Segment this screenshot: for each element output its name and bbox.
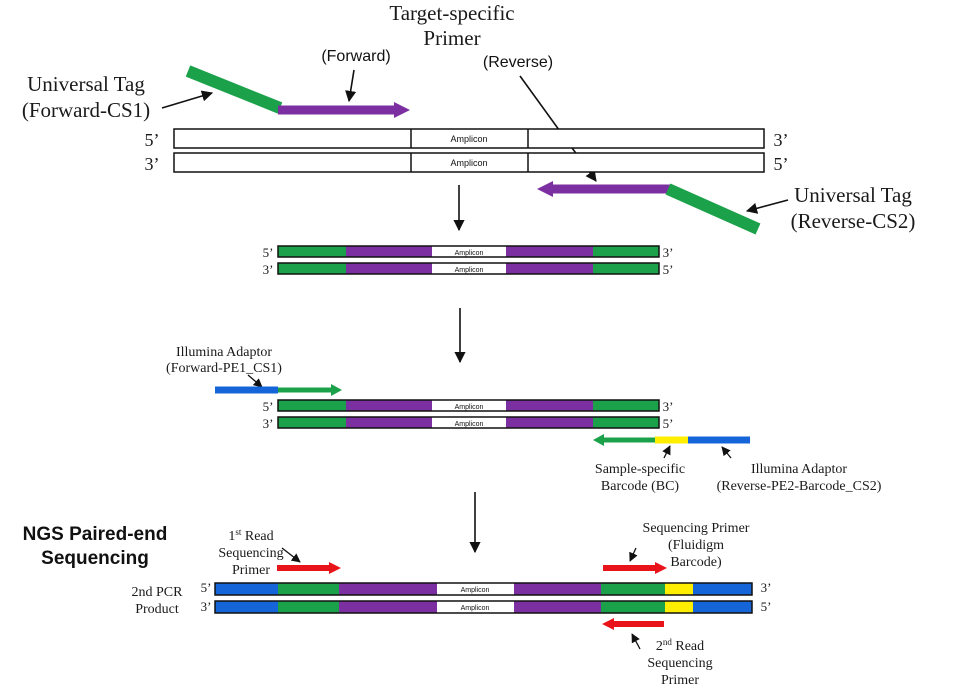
- illumina-adaptor-reverse-line1: Illumina Adaptor: [751, 462, 847, 477]
- barcode-label-line2: Barcode (BC): [601, 479, 679, 494]
- step1-top-amplicon-label: Amplicon: [450, 134, 487, 144]
- step3-group: Illumina Adaptor (Forward-PE1_CS1) 5’ Am…: [166, 345, 882, 494]
- barcode-label-line1: Sample-specific: [595, 462, 685, 477]
- step1-bottom-right-end: 5’: [774, 154, 789, 174]
- step4-top-left-end: 5’: [201, 580, 212, 595]
- target-primer-title-line2: Primer: [423, 26, 480, 50]
- reverse-adaptor-arrowhead: [593, 434, 604, 446]
- step1-top-right-end: 3’: [774, 130, 789, 150]
- read1-label-line3: Primer: [232, 563, 270, 578]
- step3-top-amplicon-label: Amplicon: [455, 404, 484, 411]
- step3-top-left-end: 5’: [263, 399, 274, 414]
- step2-top-strand: [277, 245, 660, 258]
- step3-top-strand: [277, 399, 660, 412]
- universal-tag-reverse-line1: Universal Tag: [794, 183, 912, 207]
- step3-bottom-left-end: 3’: [263, 416, 274, 431]
- ngs-title-line1: NGS Paired-end: [23, 524, 168, 545]
- read1-label-line2: Sequencing: [218, 546, 283, 561]
- ngs-title-line2: Sequencing: [41, 548, 149, 569]
- step1-bottom-amplicon-label: Amplicon: [450, 158, 487, 168]
- step4-bottom-left-end: 3’: [201, 599, 212, 614]
- step2-top-amplicon-label: Amplicon: [455, 250, 484, 257]
- step4-group: NGS Paired-end Sequencing 2nd PCR Produc…: [23, 521, 772, 688]
- reverse-label: (Reverse): [483, 54, 553, 71]
- step4-top-amplicon-label: Amplicon: [461, 587, 490, 594]
- forward-adaptor-arrowhead: [331, 384, 342, 396]
- step3-bottom-amplicon-label: Amplicon: [455, 421, 484, 428]
- step1-bottom-left-end: 3’: [145, 154, 160, 174]
- illumina-adaptor-forward-pointer: [247, 374, 263, 388]
- step1-bottom-strand: [173, 152, 765, 173]
- step2-top-left-end: 5’: [263, 245, 274, 260]
- seqprimer-pointer: [629, 547, 638, 562]
- step3-top-right-end: 3’: [663, 399, 674, 414]
- fluidigm-primer-arrowhead: [655, 562, 667, 574]
- read1-primer-arrowhead: [329, 562, 341, 574]
- step2-bottom-amplicon-label: Amplicon: [455, 267, 484, 274]
- forward-pointer-arrow: [345, 69, 357, 103]
- step4-bottom-right-end: 5’: [761, 599, 772, 614]
- step2-bottom-strand: [277, 262, 660, 275]
- step4-bottom-strand: [214, 600, 753, 614]
- step2-top-right-end: 3’: [663, 245, 674, 260]
- pcr-product-label-line2: Product: [135, 602, 179, 617]
- forward-label: (Forward): [321, 48, 390, 65]
- step2-bottom-right-end: 5’: [663, 262, 674, 277]
- universal-tag-forward-pointer: [161, 90, 214, 109]
- target-primer-title-line1: Target-specific: [389, 1, 514, 25]
- seqprimer-label-line2: (Fluidigm: [668, 538, 724, 553]
- read1-pointer: [281, 547, 301, 563]
- step3-bottom-strand: [277, 416, 660, 429]
- universal-tag-reverse-line2: (Reverse-CS2): [791, 209, 916, 233]
- universal-tag-reverse-pointer: [745, 199, 789, 214]
- universal-tag-forward-line2: (Forward-CS1): [22, 98, 150, 122]
- illumina-adaptor-reverse-pointer: [721, 446, 732, 459]
- step4-bottom-amplicon-label: Amplicon: [461, 605, 490, 612]
- read2-label-line2: Sequencing: [647, 656, 712, 671]
- illumina-adaptor-forward-line2: (Forward-PE1_CS1): [166, 361, 282, 376]
- seqprimer-label-line3: Barcode): [670, 555, 722, 570]
- universal-tag-forward-line1: Universal Tag: [27, 72, 145, 96]
- read1-label-line1: 1st Read: [228, 527, 273, 544]
- seqprimer-label-line1: Sequencing Primer: [643, 521, 750, 536]
- step1-top-strand: [173, 128, 765, 149]
- step4-top-strand: [214, 582, 753, 596]
- step3-bottom-right-end: 5’: [663, 416, 674, 431]
- illumina-adaptor-reverse-line2: (Reverse-PE2-Barcode_CS2): [717, 479, 882, 494]
- read2-label-line3: Primer: [661, 673, 699, 688]
- barcode-pointer: [662, 445, 671, 459]
- universal-tag-forward-segment: [185, 65, 283, 114]
- pcr-product-label-line1: 2nd PCR: [132, 585, 184, 600]
- step2-group: 5’ Amplicon 3’ 3’ Amplicon 5’: [263, 245, 674, 277]
- illumina-adaptor-forward-line1: Illumina Adaptor: [176, 345, 272, 360]
- reverse-primer-arrowhead: [537, 181, 553, 197]
- read2-primer-arrowhead: [602, 618, 614, 630]
- step1-top-left-end: 5’: [145, 130, 160, 150]
- read2-pointer: [631, 633, 641, 650]
- step4-top-right-end: 3’: [761, 580, 772, 595]
- step1-group: Target-specific Primer (Forward) (Revers…: [22, 1, 916, 235]
- universal-tag-reverse-segment: [665, 183, 761, 235]
- step2-bottom-left-end: 3’: [263, 262, 274, 277]
- forward-primer-arrowhead: [394, 102, 410, 118]
- read2-label-line1: 2nd Read: [656, 637, 704, 654]
